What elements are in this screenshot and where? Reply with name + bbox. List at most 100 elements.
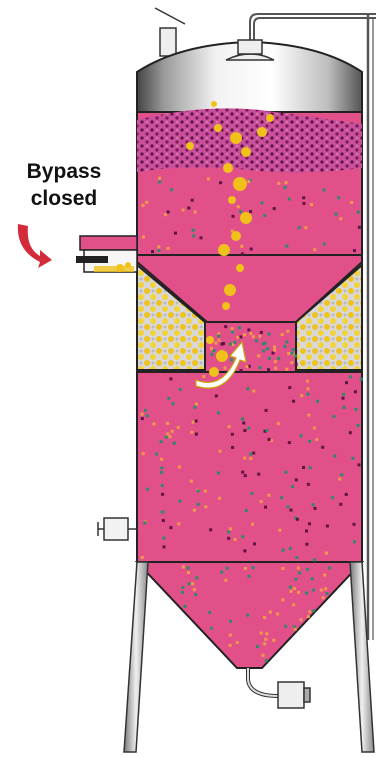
particle <box>272 639 275 642</box>
particle <box>281 598 284 601</box>
particle <box>310 203 313 206</box>
particle <box>308 522 311 525</box>
particle <box>231 331 234 334</box>
particle <box>165 436 168 439</box>
particle <box>264 506 267 509</box>
particle <box>160 471 163 474</box>
bubble <box>211 101 217 107</box>
particle <box>263 642 266 645</box>
particle <box>290 509 293 512</box>
particle <box>142 204 145 207</box>
bubble <box>216 350 228 362</box>
particle <box>230 358 233 361</box>
particle <box>278 529 281 532</box>
particle <box>339 503 342 506</box>
particle <box>306 393 309 396</box>
particle <box>289 547 292 550</box>
particle <box>187 567 190 570</box>
particle <box>356 424 359 427</box>
particle <box>284 625 287 628</box>
particle <box>172 402 175 405</box>
particle <box>252 335 255 338</box>
particle <box>312 503 315 506</box>
particle <box>155 453 158 456</box>
particle <box>283 345 286 348</box>
particle <box>161 493 164 496</box>
particle <box>321 446 324 449</box>
particle <box>262 349 265 352</box>
particle <box>315 438 318 441</box>
particle <box>243 549 246 552</box>
particle <box>288 441 291 444</box>
particle <box>304 226 307 229</box>
particle <box>210 353 213 356</box>
particle <box>158 249 161 252</box>
bubble <box>240 212 252 224</box>
particle <box>218 450 221 453</box>
particle <box>285 368 288 371</box>
bubble <box>222 302 230 310</box>
particle <box>284 186 287 189</box>
particle <box>343 406 346 409</box>
particle <box>218 339 221 342</box>
particle <box>256 645 259 648</box>
particle <box>162 519 165 522</box>
particle <box>262 654 265 657</box>
particle <box>187 207 190 210</box>
particle <box>337 196 340 199</box>
particle <box>273 346 276 349</box>
particle <box>247 180 250 183</box>
particle <box>285 245 288 248</box>
particle <box>243 457 246 460</box>
particle <box>300 394 303 397</box>
particle <box>303 202 306 205</box>
particle <box>345 493 348 496</box>
particle <box>167 211 170 214</box>
particle <box>332 415 335 418</box>
particle <box>309 466 312 469</box>
particle <box>193 588 196 591</box>
particle <box>314 507 317 510</box>
bubble <box>266 114 274 122</box>
particle <box>305 592 308 595</box>
particle <box>239 210 242 213</box>
bubble <box>230 132 242 144</box>
particle <box>263 214 266 217</box>
particle <box>244 567 247 570</box>
particle <box>252 452 255 455</box>
particle <box>214 342 217 345</box>
particle <box>307 414 310 417</box>
bubble <box>241 147 251 157</box>
particle <box>195 420 198 423</box>
particle <box>333 455 336 458</box>
particle <box>217 335 220 338</box>
particle <box>349 375 352 378</box>
particle <box>277 422 280 425</box>
particle <box>241 252 244 255</box>
particle <box>195 576 198 579</box>
particle <box>227 531 230 534</box>
particle <box>157 245 160 248</box>
particle <box>181 591 184 594</box>
particle <box>224 366 227 369</box>
particle <box>236 336 239 339</box>
particle <box>248 575 251 578</box>
particle <box>227 537 230 540</box>
particle <box>160 440 163 443</box>
bubble <box>231 231 241 241</box>
particle <box>287 352 290 355</box>
particle <box>217 472 220 475</box>
bubble <box>206 336 214 344</box>
particle <box>246 387 249 390</box>
particle <box>323 574 326 577</box>
particle <box>307 483 310 486</box>
bubble <box>228 196 236 204</box>
particle <box>204 505 207 508</box>
particle <box>287 505 290 508</box>
particle <box>342 397 345 400</box>
particle <box>153 423 156 426</box>
particle <box>285 181 288 184</box>
particle <box>240 245 243 248</box>
particle <box>312 589 315 592</box>
particle <box>195 433 198 436</box>
